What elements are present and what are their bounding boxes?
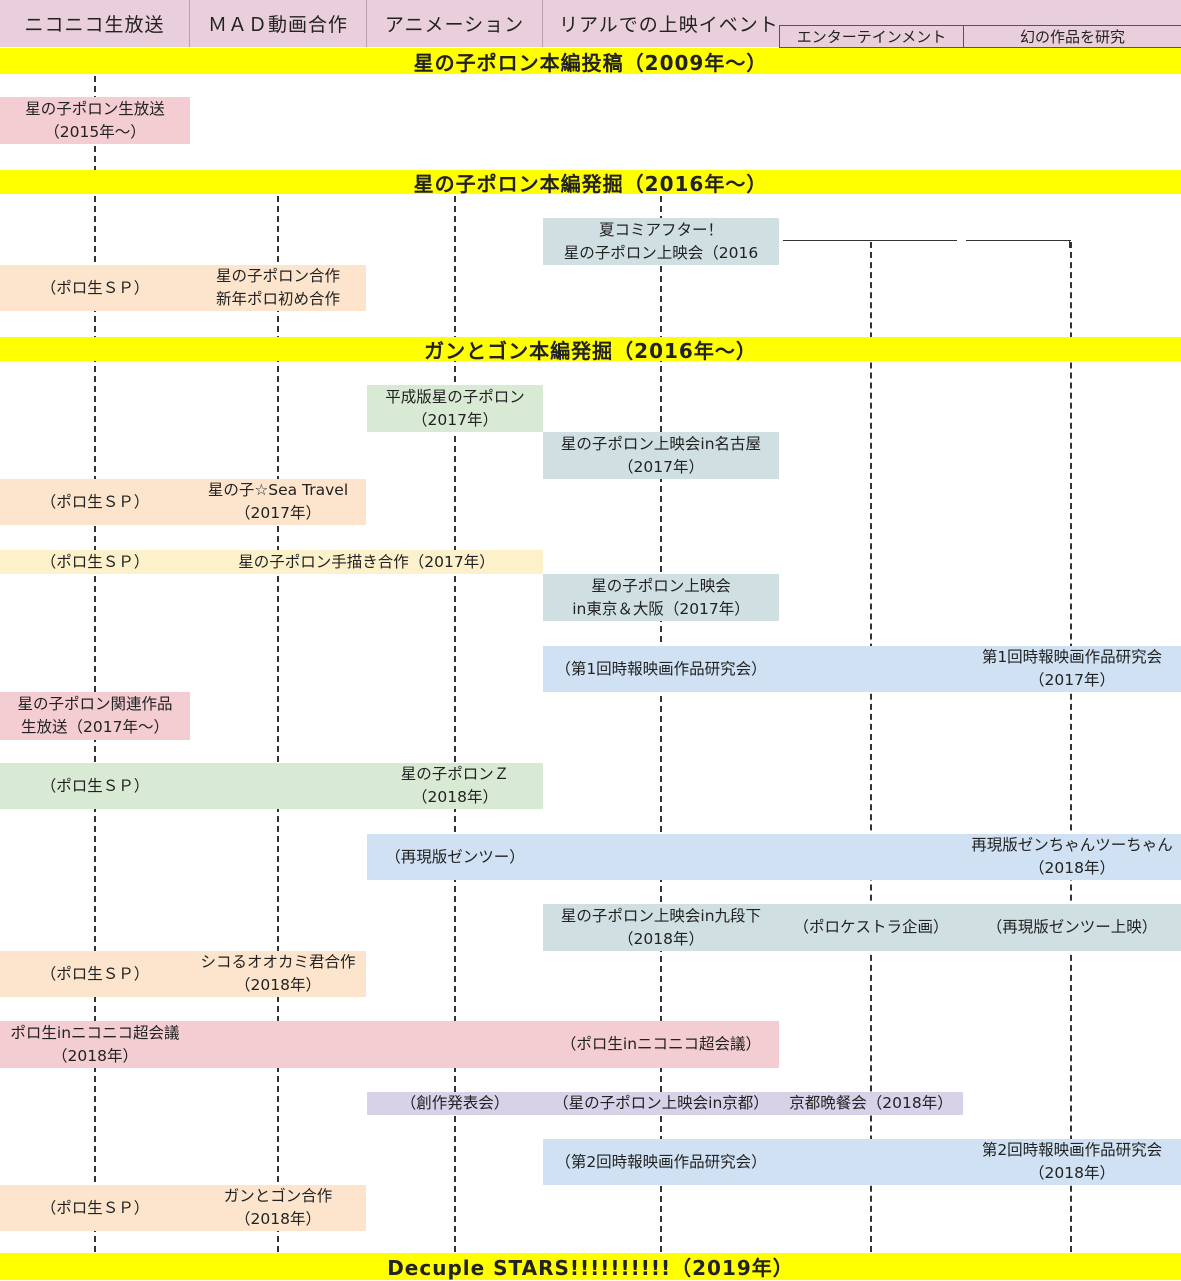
- event-research-2: 第2回時報映画作品研究会 （2018年）: [963, 1139, 1181, 1185]
- event-kudanshita-screening: 星の子ポロン上映会in九段下 （2018年）: [543, 904, 779, 951]
- event-chokaigi-span-2: [367, 1021, 543, 1068]
- event-research-2-span: [779, 1139, 963, 1185]
- header-mad-collab: ＭＡＤ動画合作: [190, 0, 367, 47]
- event-sea-travel: 星の子☆Sea Travel （2017年）: [190, 479, 366, 525]
- milestone-decuple-stars: Decuple STARS!!!!!!!!!!（2019年）: [0, 1253, 1181, 1280]
- branch-line-entertainment: [783, 240, 957, 241]
- timeline-mad: [277, 196, 279, 1252]
- event-research-1-span: [779, 646, 963, 692]
- event-tokyo-osaka-screening: 星の子ポロン上映会 in東京＆大阪（2017年）: [543, 574, 779, 621]
- event-polo-live-sp: （ポロ生ＳＰ）: [0, 763, 190, 809]
- event-chokaigi-live: ポロ生inニコニコ超会議 （2018年）: [0, 1021, 190, 1068]
- milestone-polon-upload: 星の子ポロン本編投稿（2009年～）: [0, 48, 1181, 75]
- timeline-niconico: [94, 76, 96, 1252]
- header-real-screening-label: リアルでの上映イベント: [559, 14, 779, 36]
- event-polo-live-sp: （ポロ生ＳＰ）: [0, 479, 190, 525]
- event-zentsu-screening: （再現版ゼンツー上映）: [963, 904, 1181, 951]
- event-zentsu-reproduction: 再現版ゼンちゃんツーちゃん （2018年）: [963, 834, 1181, 880]
- timeline-screening: [660, 196, 662, 1252]
- event-chokaigi-span-1: [190, 1021, 367, 1068]
- event-shikoru-wolf-collab: シコるオオカミ君合作 （2018年）: [190, 951, 366, 997]
- event-polon-related-live: 星の子ポロン関連作品 生放送（2017年～）: [0, 692, 190, 740]
- milestone-gangon-discovery: ガンとゴン本編発掘（2016年～）: [0, 337, 1181, 363]
- event-kyoto-screening: （星の子ポロン上映会in京都）: [543, 1092, 779, 1115]
- event-polon-z: 星の子ポロンＺ （2018年）: [367, 763, 543, 809]
- header-entertainment: エンターテインメント: [779, 25, 964, 48]
- event-gangon-collab: ガンとゴン合作 （2018年）: [190, 1185, 366, 1231]
- branch-tick-research: [1069, 240, 1070, 248]
- event-zentsu-ref: （再現版ゼンツー）: [367, 834, 543, 880]
- event-research-1: 第1回時報映画作品研究会 （2017年）: [963, 646, 1181, 692]
- event-creative-presentation: （創作発表会）: [367, 1092, 543, 1115]
- event-research-1-ref: （第1回時報映画作品研究会）: [543, 646, 779, 692]
- event-nagoya-screening: 星の子ポロン上映会in名古屋 （2017年）: [543, 432, 779, 479]
- branch-line-research: [966, 240, 1071, 241]
- header-animation: アニメーション: [367, 0, 543, 47]
- event-polo-live-sp: （ポロ生ＳＰ）: [0, 265, 190, 311]
- event-polochestra: （ポロケストラ企画）: [779, 904, 963, 951]
- milestone-polon-discovery: 星の子ポロン本編発掘（2016年～）: [0, 170, 1181, 196]
- header-phantom-research: 幻の作品を研究: [963, 25, 1181, 48]
- event-polon-z-span: [190, 763, 367, 809]
- event-zentsu-span-2: [779, 834, 963, 880]
- event-heisei-polon: 平成版星の子ポロン （2017年）: [367, 385, 543, 432]
- event-handdrawn-collab: 星の子ポロン手描き合作（2017年）: [190, 550, 543, 574]
- timeline-research: [1070, 242, 1072, 1252]
- timeline-animation: [454, 196, 456, 1252]
- header-niconico-live: ニコニコ生放送: [0, 0, 190, 47]
- event-polon-collab-new-year: 星の子ポロン合作 新年ポロ初め合作: [190, 265, 366, 311]
- event-kyoto-dinner: 京都晩餐会（2018年）: [779, 1092, 963, 1115]
- event-polo-live-sp: （ポロ生ＳＰ）: [0, 1185, 190, 1231]
- event-research-2-ref: （第2回時報映画作品研究会）: [543, 1139, 779, 1185]
- timeline-entertainment: [870, 242, 872, 1252]
- event-polon-live: 星の子ポロン生放送 （2015年～）: [0, 97, 190, 144]
- event-chokaigi-ref: （ポロ生inニコニコ超会議）: [543, 1021, 779, 1068]
- event-zentsu-span-1: [543, 834, 779, 880]
- event-polo-live-sp: （ポロ生ＳＰ）: [0, 550, 190, 574]
- event-polo-live-sp: （ポロ生ＳＰ）: [0, 951, 190, 997]
- event-summer-comic-screening: 夏コミアフター！ 星の子ポロン上映会（2016: [543, 218, 779, 265]
